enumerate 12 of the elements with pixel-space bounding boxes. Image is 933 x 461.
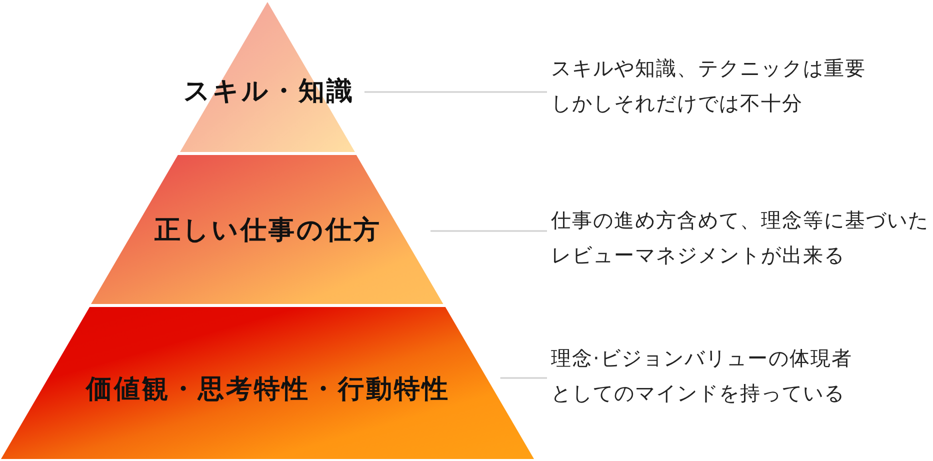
- pyramid-tier: [0, 307, 534, 459]
- leader-line: [364, 91, 547, 93]
- leader-line: [500, 377, 547, 379]
- tier-label: 価値観・思考特性・行動特性: [86, 374, 450, 406]
- pyramid-tier: [90, 155, 444, 304]
- pyramid-apex-triangle: [180, 2, 354, 152]
- tier-label: スキル・知識: [183, 76, 354, 108]
- leader-line: [430, 230, 547, 232]
- tier-label: 正しい仕事の仕方: [154, 215, 382, 247]
- description-text: スキルや知識、テクニックは重要しかしそれだけでは不十分: [551, 51, 873, 121]
- description-text: 仕事の進め方含めて、理念等に基づいたレビューマネジメントが出来る: [551, 203, 933, 273]
- description-text: 理念·ビジョンバリューの体現者としてのマインドを持っている: [551, 341, 863, 411]
